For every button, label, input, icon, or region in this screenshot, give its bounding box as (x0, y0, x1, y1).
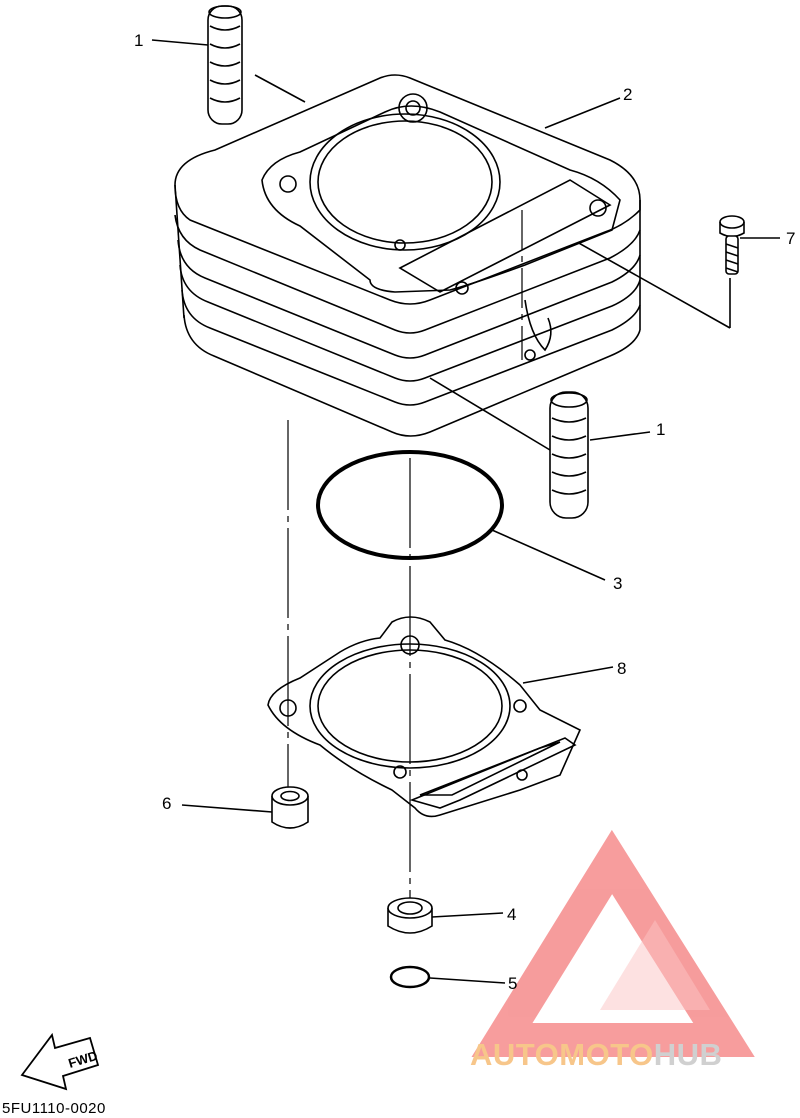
callout-3: 3 (613, 574, 623, 593)
callout-5: 5 (508, 974, 518, 993)
bolt-icon (719, 215, 745, 275)
dowel-collar-icon (271, 786, 309, 829)
dowel-collar-icon (387, 897, 433, 934)
dowel-pin-icon (207, 5, 243, 125)
callout-2: 2 (623, 85, 633, 104)
small-o-ring-icon (389, 965, 431, 989)
diagram-code: 5FU1110-0020 (2, 1100, 106, 1117)
callout-1-top: 1 (134, 31, 144, 50)
callout-8: 8 (617, 659, 627, 678)
watermark-text: AUTOMOTOHUB (470, 1037, 723, 1072)
cylinder-gasket-icon (267, 616, 582, 818)
dowel-pin-icon (549, 391, 589, 519)
callout-4: 4 (507, 905, 517, 924)
callout-6: 6 (162, 794, 172, 813)
cylinder-block-icon (174, 74, 641, 437)
callout-1-right: 1 (656, 420, 666, 439)
o-ring-icon (316, 450, 504, 560)
callout-7: 7 (786, 229, 796, 248)
watermark-logo-icon (471, 829, 755, 1057)
fwd-arrow-icon (20, 1032, 100, 1091)
